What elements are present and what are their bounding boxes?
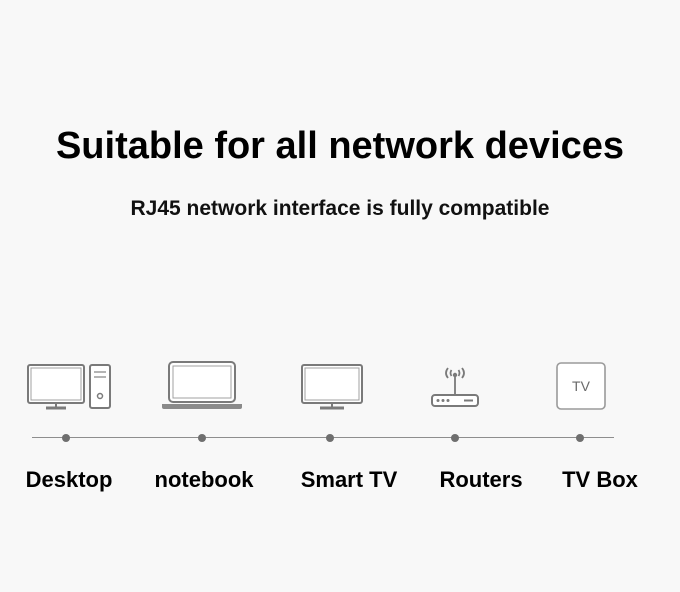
laptop-icon [162,361,242,409]
tv-box-icon: TV [556,362,606,410]
smart-tv-icon [301,364,363,410]
device-label-desktop: Desktop [25,467,113,492]
device-label-tv-box: TV Box [562,467,638,492]
timeline-dot-desktop [62,434,70,442]
device-label-smart-tv: Smart TV [300,467,398,492]
timeline-line [32,437,614,438]
tv-box-icon-label: TV [572,378,591,394]
page-subtitle: RJ45 network interface is fully compatib… [130,197,550,220]
timeline-dot-smart-tv [326,434,334,442]
page-title: Suitable for all network devices [55,125,625,167]
timeline-dot-tv-box [576,434,584,442]
device-label-routers: Routers [439,467,523,492]
device-label-notebook: notebook [154,467,254,492]
timeline-dot-routers [451,434,459,442]
timeline-dot-notebook [198,434,206,442]
router-icon [431,367,479,407]
desktop-computer-icon [27,364,111,410]
